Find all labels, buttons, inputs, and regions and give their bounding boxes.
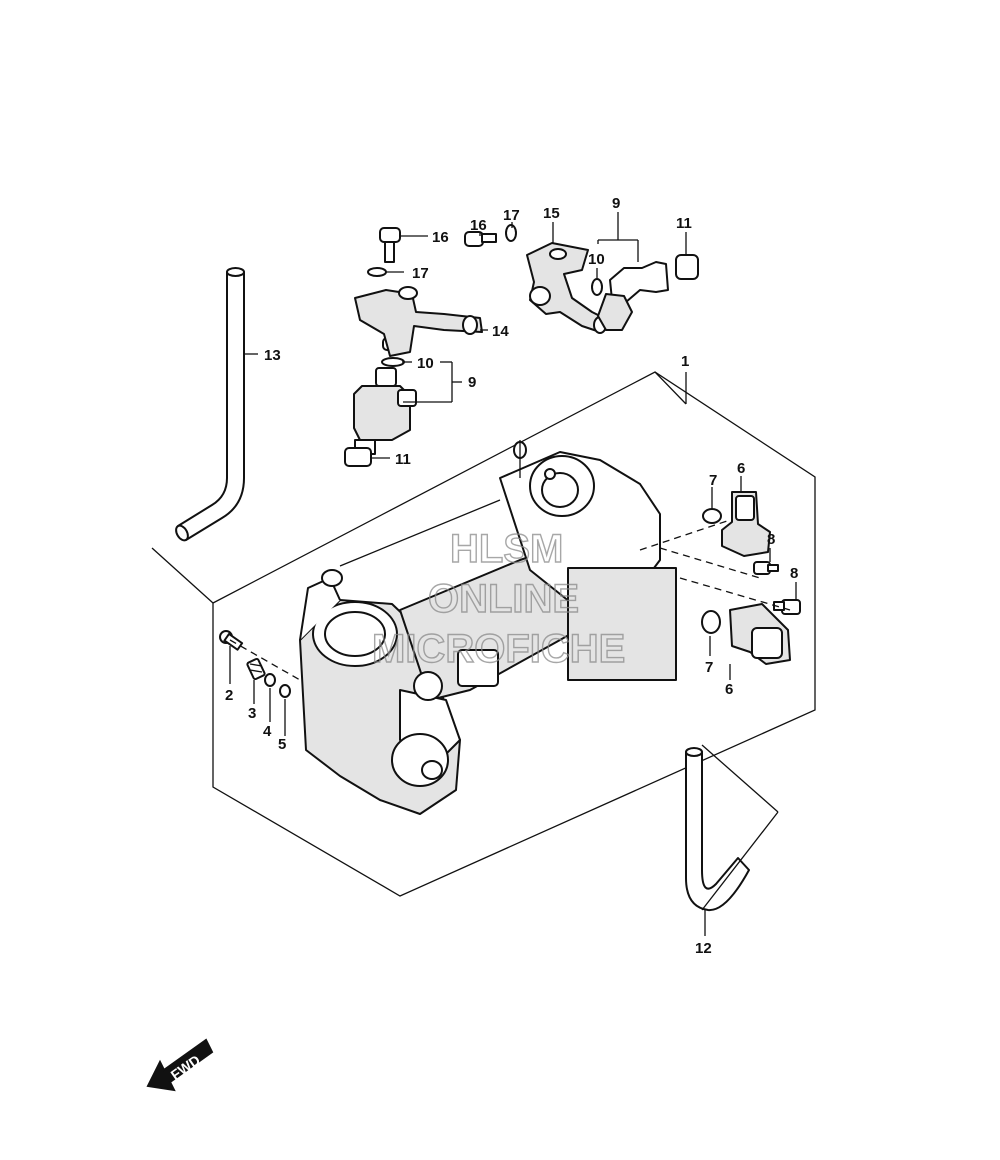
callout-15: 15	[543, 205, 560, 222]
delivery-pipe-15	[464, 224, 607, 334]
oring-5	[279, 684, 291, 698]
leader-lines	[229, 212, 797, 936]
callout-11-left: 11	[395, 451, 411, 468]
throttle-body-1	[299, 440, 677, 815]
dash-guide-sensor-lower	[679, 577, 791, 611]
callout-16-left: 16	[432, 229, 449, 246]
callout-7-upper: 7	[709, 472, 717, 489]
svg-text:HLSM: HLSM	[450, 527, 563, 571]
callout-9-right: 9	[612, 195, 620, 212]
callout-3: 3	[248, 705, 256, 722]
dash-guide-sensor	[639, 519, 731, 551]
oring-10-right	[591, 278, 603, 296]
callout-2: 2	[225, 687, 233, 704]
callout-9-left: 9	[468, 374, 476, 391]
callout-11-right: 11	[676, 215, 692, 232]
callout-6-upper: 6	[737, 460, 745, 477]
callout-14: 14	[492, 323, 509, 340]
hose-12	[685, 744, 779, 912]
callout-4: 4	[263, 723, 272, 740]
hose-13	[175, 267, 245, 542]
dash-guide-sensor-upper	[659, 547, 761, 579]
watermark: HLSM ONLINE MICROFICHE	[371, 526, 626, 671]
callout-8-upper: 8	[767, 531, 775, 548]
screw-16-left	[379, 227, 401, 243]
callout-8-lower: 8	[790, 565, 798, 582]
callout-10-right: 10	[588, 251, 605, 268]
svg-text:ONLINE: ONLINE	[428, 577, 579, 621]
seal-11-left	[344, 447, 372, 467]
sensor-6-lower	[701, 599, 801, 665]
sensor-6-upper	[702, 491, 779, 575]
fwd-arrow-icon: FWD	[146, 1038, 214, 1092]
callout-17-left: 17	[412, 265, 429, 282]
delivery-pipe-14	[354, 227, 483, 357]
callout-7-lower: 7	[705, 659, 713, 676]
assembly-leader-line	[151, 547, 214, 604]
callout-1: 1	[681, 353, 689, 370]
callout-6-lower: 6	[725, 681, 733, 698]
callout-17-right: 17	[503, 207, 520, 224]
spring-3	[246, 657, 266, 681]
injector-9-right	[591, 254, 699, 331]
callout-5: 5	[278, 736, 286, 753]
callout-12: 12	[695, 940, 712, 957]
oring-7-lower	[701, 610, 721, 634]
oring-7-upper	[702, 508, 722, 524]
washer-17-right	[505, 224, 517, 242]
callout-16-right: 16	[470, 217, 487, 234]
seal-11-right	[675, 254, 699, 280]
callout-13: 13	[264, 347, 281, 364]
dash-guide-screw	[229, 639, 301, 681]
washer-17-left	[367, 267, 387, 277]
svg-text:MICROFICHE: MICROFICHE	[372, 627, 625, 671]
washer-4	[264, 673, 276, 687]
callout-10-left: 10	[417, 355, 434, 372]
